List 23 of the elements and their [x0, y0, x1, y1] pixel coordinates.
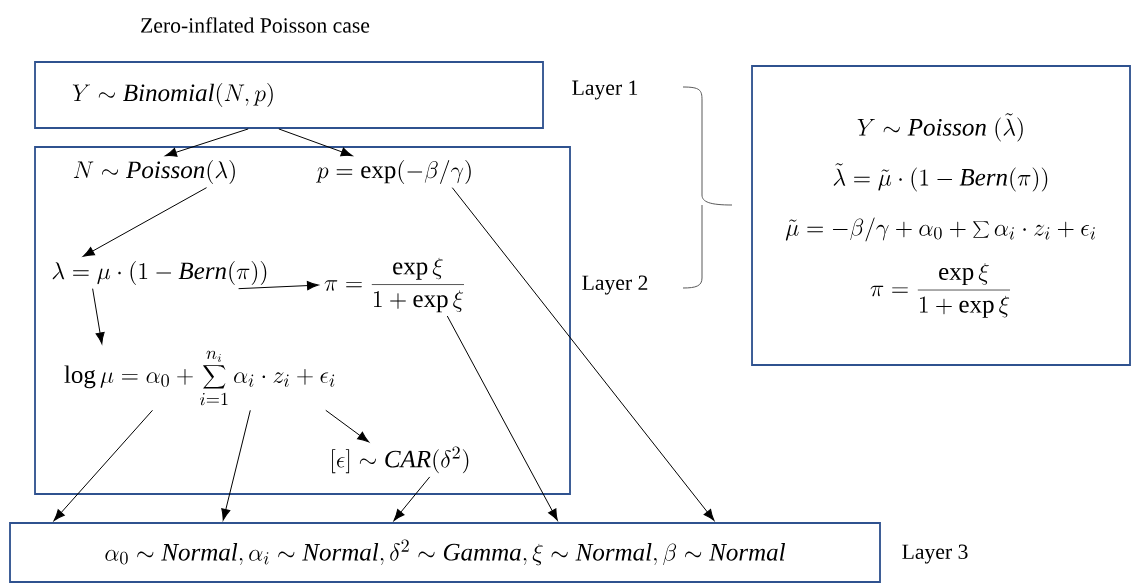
title: Zero-inflated Poisson case — [141, 17, 370, 33]
layer-label: Layer 3 — [902, 544, 968, 564]
arrow — [221, 409, 251, 521]
layer-box: $Y \sim \mathit{Binomial}(N,p)$ — [34, 61, 544, 129]
layer-box: $\alpha_0 \sim \mathit{Normal}, \alpha_i \sim \mathit{Normal}, \delta^2 \sim \mathit{Gamma}, \xi \sim \mathit{Normal}, \beta \sim \mathit{Normal}$ — [9, 522, 881, 583]
formula: $\lambda = \mu \cdot (1-\mathit{Bern}(\pi))$ — [52, 261, 267, 285]
arrow — [82, 187, 208, 257]
arrow — [451, 187, 715, 521]
formula: $\log\mu = \alpha_0 + \sum_{i=1}^{n_i} \alpha_i \cdot z_i + \epsilon_i$ — [64, 350, 335, 406]
arrow — [92, 288, 105, 345]
arrow — [446, 315, 558, 521]
arrow — [53, 409, 153, 522]
arrow — [325, 409, 370, 443]
layer-label: Layer 2 — [582, 275, 648, 295]
formula: $[\epsilon] \sim \mathit{CAR}(\delta^2)$ — [332, 446, 469, 474]
formula-box: $Y \sim \mathit{Poisson}\ (\tilde{\lambda})$ $\tilde{\lambda} = \tilde{\mu} \cdot (1-\mathit{Bern}(\pi))$ $\tilde{\mu} = -\beta/\gamma + \alpha_0 + \textstyle\sum\alpha_i \cdot z_i + \epsilon_i$ $\pi = \frac{\exp\xi}{1+\exp\xi}$ — [751, 65, 1131, 366]
arrow — [238, 280, 319, 291]
formula: $N \sim \mathit{Poisson}(\lambda)$ — [73, 160, 235, 184]
layer-label: Layer 1 — [572, 80, 638, 100]
formula: $\pi = \frac{\exp\xi}{1+\exp\xi}$ — [324, 257, 464, 313]
layer-box — [34, 146, 571, 495]
arrow — [393, 476, 431, 521]
formula: $p = \exp(-\beta/\gamma)$ — [316, 160, 471, 184]
